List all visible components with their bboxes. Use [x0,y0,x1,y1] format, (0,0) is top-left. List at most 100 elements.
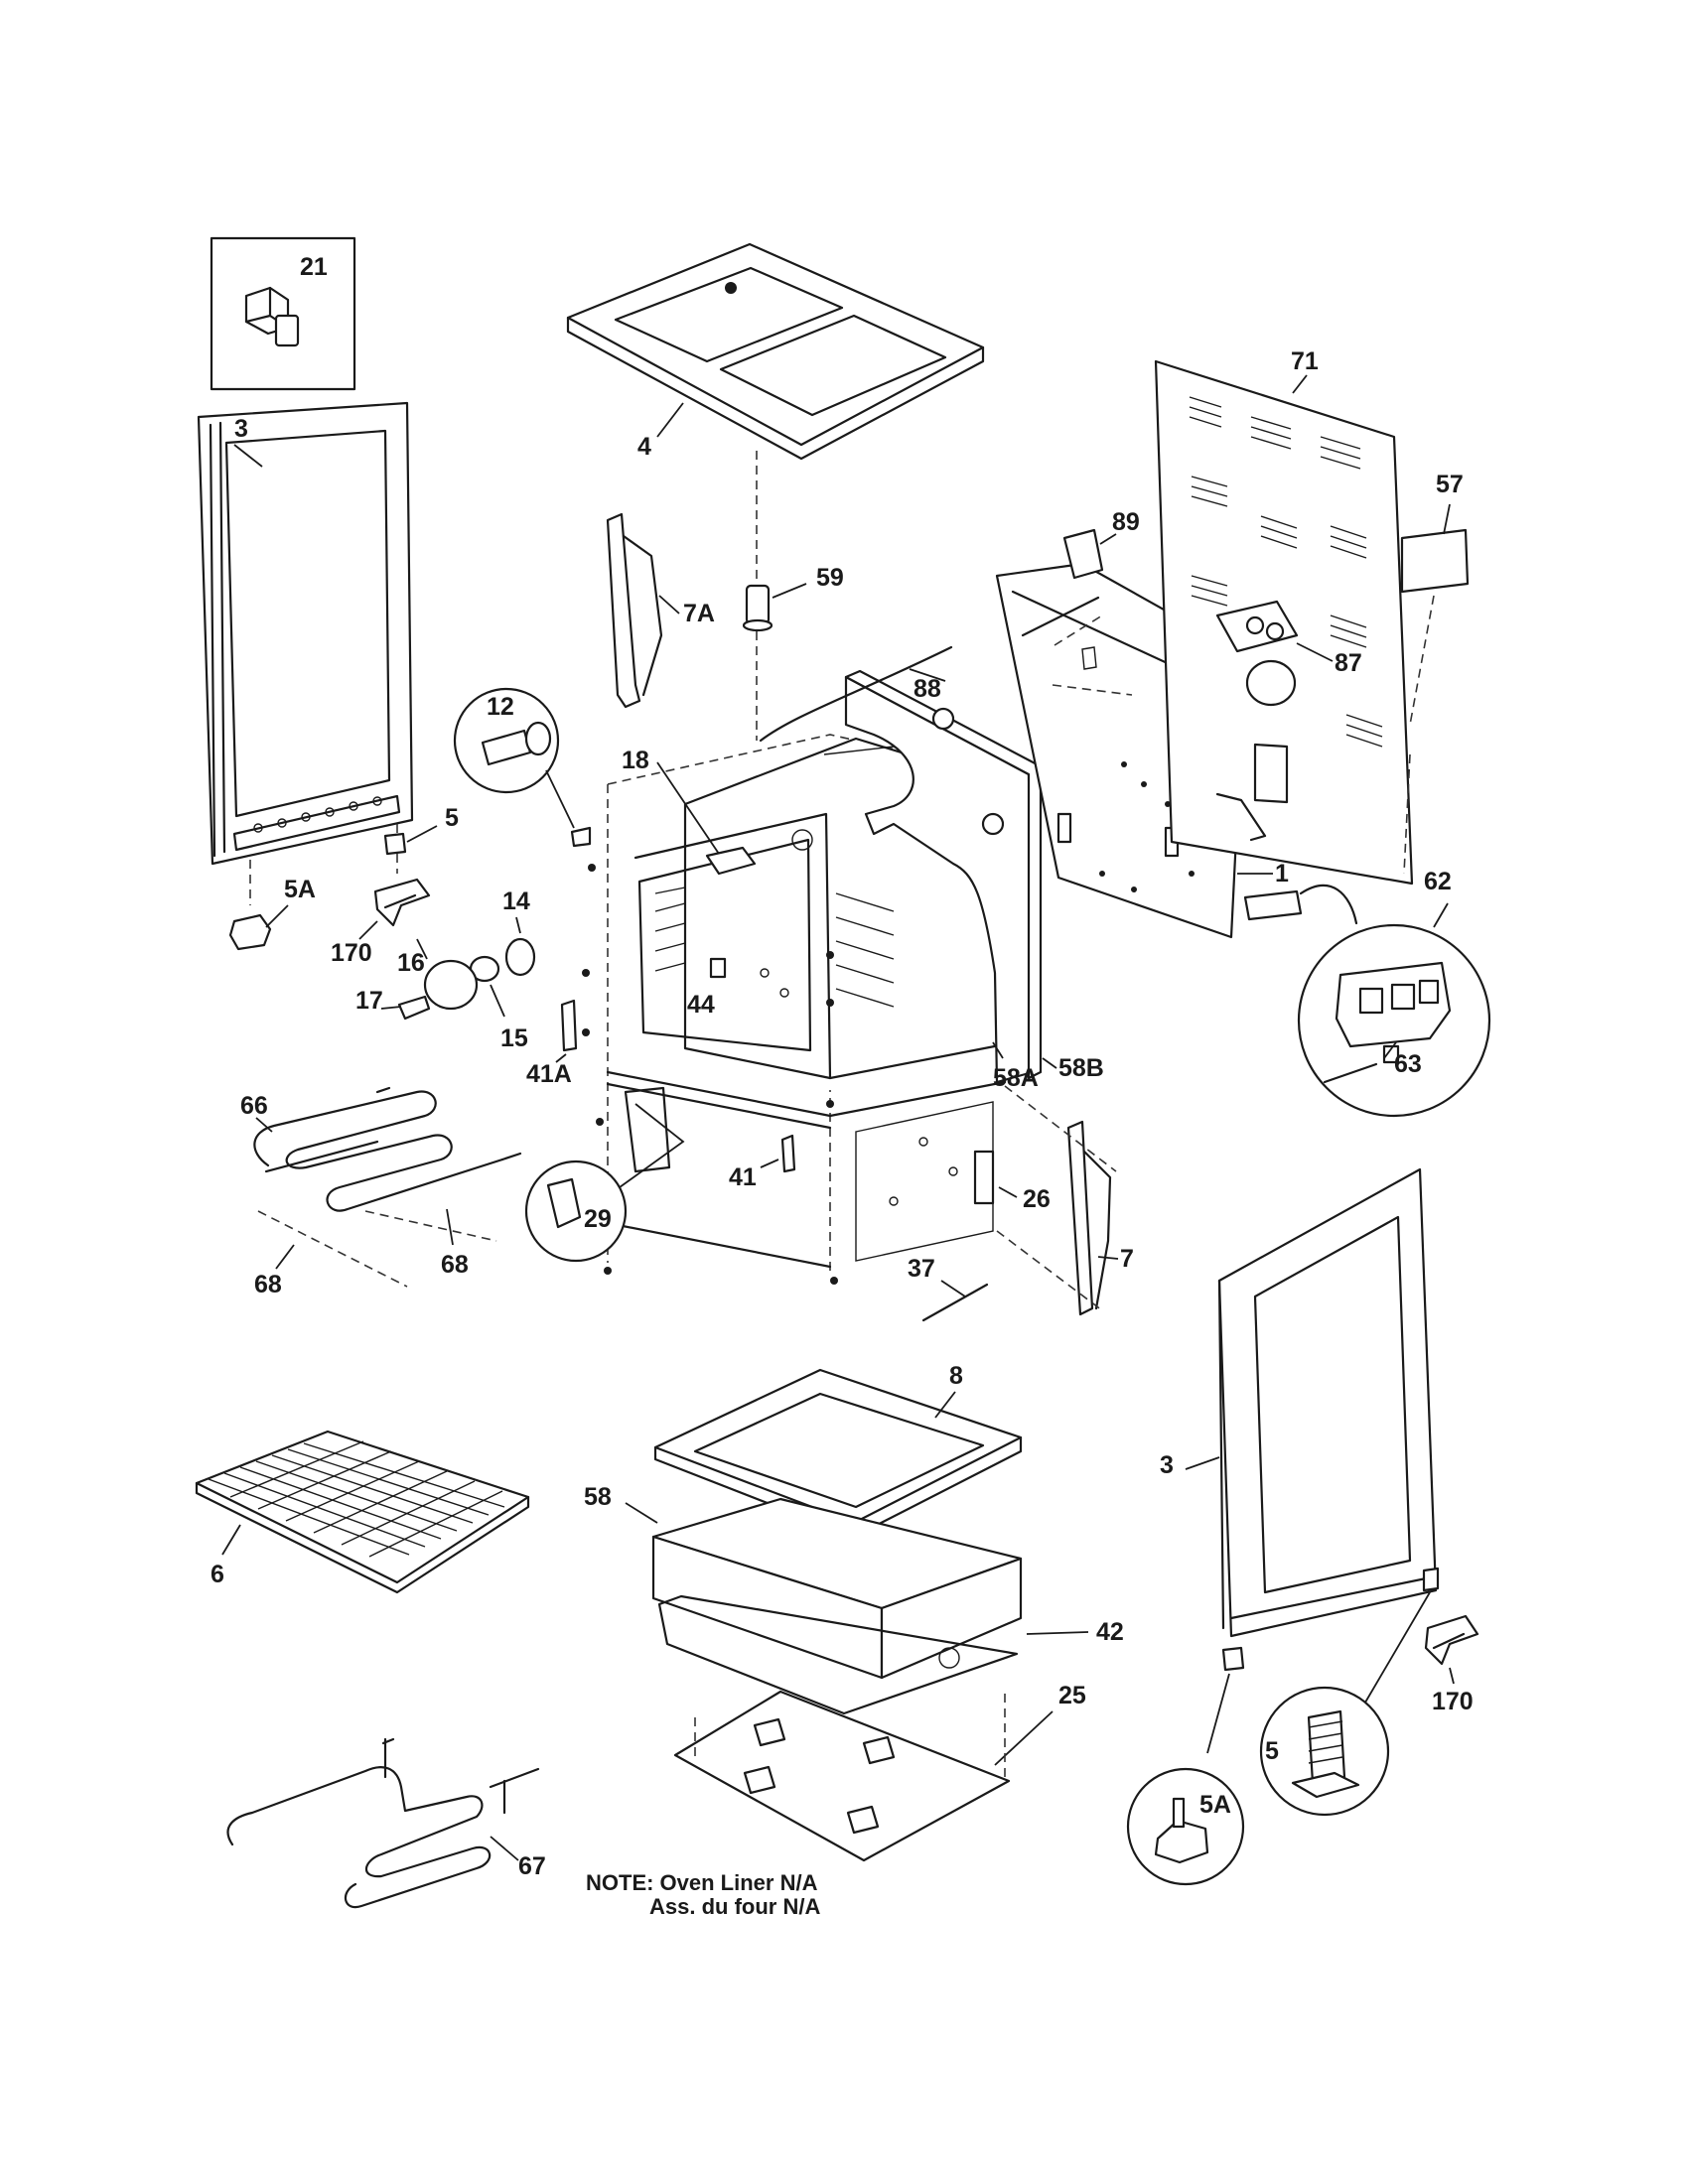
top-panel-recess-left [614,266,844,363]
callout-5-right: 5 [1265,1737,1279,1765]
leader-3-right [1185,1456,1220,1470]
plate-87-hole [1265,621,1285,641]
leader-71 [1292,374,1308,394]
part-59-base [742,618,774,632]
part-29-shape [546,1177,582,1229]
callout-26: 26 [1023,1185,1051,1213]
callout-58a: 58A [993,1064,1039,1092]
drawer-panel-body [673,1690,1011,1862]
drawer-bottom-body [657,1594,1019,1715]
broil-element-loop [253,1090,504,1212]
callout-4: 4 [637,433,651,461]
rack-supports-left [654,887,686,972]
rivet [1099,871,1105,877]
rack-cross-wires [229,1440,503,1558]
leader-5a-left [265,904,289,928]
part-5-threads [1308,1720,1343,1764]
vent-slots [1330,525,1367,559]
callout-37: 37 [908,1255,935,1283]
callout-21: 21 [300,253,328,281]
top-panel-recess-right [719,314,947,417]
callout-170-left: 170 [331,939,372,967]
back-panel-slot [1056,812,1072,844]
part-41a: 41A [526,999,578,1088]
terminal-block-small [1243,889,1303,921]
side-panel-right-bottom [1229,1574,1438,1620]
side-panel-flange [209,421,226,858]
callout-12: 12 [487,693,514,721]
part-12-installed [570,826,592,848]
insulation-hole [931,707,955,731]
screw [826,999,834,1007]
note-line-2: Ass. du four N/A [649,1894,820,1919]
top-panel-hole [725,282,737,294]
callout-41: 41 [729,1163,757,1191]
leader-14 [515,916,521,934]
screw [826,951,834,959]
bake-element-67: 67 [226,1737,546,1909]
oven-rack-6: 6 [195,1430,530,1594]
part-14-socket [504,937,536,977]
callout-58: 58 [584,1483,612,1511]
hinge-7-arm [1082,1150,1112,1310]
leader-12 [545,769,575,829]
side-panel-window [224,429,391,818]
insulation-58: 58 [584,1483,1023,1680]
hidden-line [1052,614,1133,696]
leader-7 [1097,1256,1119,1260]
hole [918,1137,928,1147]
frame-lower-rail [606,1070,1007,1118]
drawer-frame-8: 8 [653,1362,1023,1539]
terminal [1418,979,1440,1005]
rack-supports-right [835,892,895,1008]
hinge-7a-arm [622,534,663,697]
oven-top-vent [791,829,813,851]
rivet [1189,871,1195,877]
terminal [1358,987,1384,1015]
leader-7a [658,595,680,614]
left-leveling-parts: 5 5A 170 [228,804,459,967]
hole [349,801,358,811]
left-side-panel: 3 [197,401,414,866]
hole [948,1166,958,1176]
side-panel-body [197,401,414,866]
callout-41a: 41A [526,1060,572,1088]
leader-57 [1443,503,1451,535]
leader-58a [992,1041,1004,1059]
terminal [1390,983,1416,1011]
wire-88: 88 [759,645,953,743]
leader-67 [490,1836,519,1861]
terminal-tab [1382,1044,1400,1064]
leader-87 [1296,642,1334,662]
vent-slots [1191,575,1228,607]
back-panel-slot [1081,646,1097,670]
right-leveling-parts: 5A 5 170 [1126,1567,1479,1886]
broil-element-tail [264,1140,522,1173]
plate-87-hole [1245,615,1265,635]
callout-67: 67 [518,1852,546,1880]
hole [779,988,789,998]
screw [826,1100,834,1108]
rivet [1165,801,1171,807]
part-21-inset: 21 [210,236,356,391]
callout-29: 29 [584,1205,612,1233]
hole [372,796,382,806]
leader-26 [998,1186,1018,1198]
callout-44: 44 [687,991,715,1019]
terminal-wire [1299,884,1358,925]
drawer-panel-clip [846,1805,880,1835]
vent-slots [1320,436,1361,470]
part-44: 44 [687,957,727,1019]
hidden-line [257,1210,497,1288]
top-panel-body [566,242,985,447]
side-panel-bottom-rail [232,794,401,852]
part-59-shape [745,584,771,625]
insulation-wrap: 58A 58B [844,669,1104,1092]
vent-slots [1330,614,1367,648]
part-26-shape [973,1150,995,1205]
screw-63 [1323,1062,1378,1084]
leader-89 [1099,533,1117,545]
insulation-58a [844,675,1035,1084]
callout-18: 18 [622,747,649,774]
callout-7: 7 [1120,1245,1134,1273]
